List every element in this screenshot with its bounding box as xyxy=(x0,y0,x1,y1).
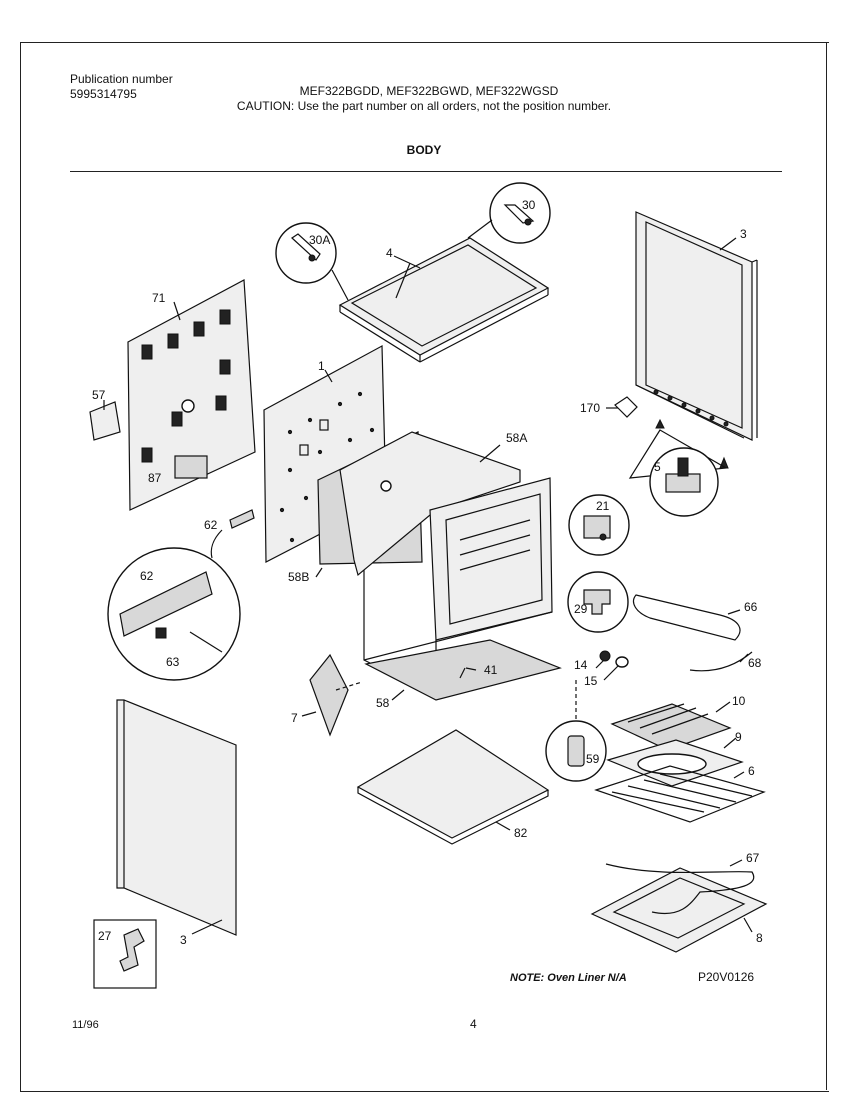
page-number: 4 xyxy=(470,1017,477,1031)
publication-label: Publication number xyxy=(70,72,173,86)
detail-circle-5 xyxy=(649,447,719,517)
publication-number: 5995314795 xyxy=(70,87,137,101)
detail-circle-59 xyxy=(545,720,607,782)
callout-6: 6 xyxy=(748,764,755,778)
callout-10: 10 xyxy=(732,694,746,708)
callout-63: 63 xyxy=(166,655,180,669)
callout-3-top: 3 xyxy=(740,227,747,241)
callout-14: 14 xyxy=(574,658,588,672)
callout-41: 41 xyxy=(484,663,498,677)
callout-4: 4 xyxy=(386,246,393,260)
header-rule xyxy=(70,171,782,172)
broil-element-part xyxy=(632,594,753,672)
callout-30a: 30A xyxy=(309,233,330,247)
callout-3-bottom: 3 xyxy=(180,933,187,947)
callout-7: 7 xyxy=(291,711,298,725)
callout-8: 8 xyxy=(756,931,763,945)
page-frame xyxy=(20,42,829,1092)
detail-circle-29 xyxy=(567,571,629,633)
detail-box-27 xyxy=(93,919,157,989)
callout-labels: 30 30A 4 3 71 57 87 1 58A 170 5 62 62 63… xyxy=(92,198,763,947)
door-hinge-part xyxy=(309,653,363,737)
broiler-grid-part xyxy=(610,703,732,751)
oven-liner-note: NOTE: Oven Liner N/A xyxy=(510,972,627,984)
oven-rack-part xyxy=(594,765,766,823)
caution-text: CAUTION: Use the part number on all orde… xyxy=(236,99,612,113)
detail-circle-21 xyxy=(568,494,630,556)
figure-id: P20V0126 xyxy=(698,970,755,984)
callout-82: 82 xyxy=(514,826,528,840)
bulb-parts xyxy=(599,650,629,668)
callout-57: 57 xyxy=(92,388,106,402)
callout-87: 87 xyxy=(148,471,162,485)
callout-21: 21 xyxy=(596,499,610,513)
detail-circle-62 xyxy=(107,547,241,681)
side-panel-left-part xyxy=(116,699,237,936)
callout-58: 58 xyxy=(376,696,390,710)
callout-62-detail: 62 xyxy=(140,569,154,583)
bottom-panel-part xyxy=(356,729,550,845)
leader-lines xyxy=(103,237,753,935)
callout-30: 30 xyxy=(522,198,536,212)
broiler-pan-part xyxy=(606,739,744,787)
callout-66: 66 xyxy=(744,600,758,614)
callout-170: 170 xyxy=(580,401,600,415)
detail-circle-30a xyxy=(275,222,349,301)
callout-62: 62 xyxy=(204,518,218,532)
terminal-block-62-part xyxy=(210,509,255,559)
callout-15: 15 xyxy=(584,674,598,688)
callout-59: 59 xyxy=(586,752,600,766)
callout-67: 67 xyxy=(746,851,760,865)
section-title: BODY xyxy=(406,143,442,157)
callout-71: 71 xyxy=(152,291,166,305)
page-frame-right-edge xyxy=(826,42,827,1090)
callout-68: 68 xyxy=(748,656,762,670)
callout-58a: 58A xyxy=(506,431,527,445)
label-57-part xyxy=(89,401,121,441)
revision-date: 11/96 xyxy=(72,1019,99,1031)
callout-5: 5 xyxy=(654,460,661,474)
top-panel-part xyxy=(338,237,550,363)
models-block: MEF322BGDD, MEF322BGWD, MEF322WGSD CAUTI… xyxy=(0,84,848,114)
oven-cavity-part xyxy=(317,431,562,701)
bake-element-part xyxy=(590,863,768,953)
side-panel-right-part xyxy=(635,211,758,441)
callout-1: 1 xyxy=(318,359,325,373)
detail-circle-30 xyxy=(467,182,551,244)
callout-9: 9 xyxy=(735,730,742,744)
publication-info: Publication number 5995314795 xyxy=(70,72,173,102)
callout-27: 27 xyxy=(98,929,112,943)
callout-29: 29 xyxy=(574,602,588,616)
rear-panel-part xyxy=(127,279,256,511)
model-list: MEF322BGDD, MEF322BGWD, MEF322WGSD xyxy=(299,84,559,98)
callout-58b: 58B xyxy=(288,570,309,584)
